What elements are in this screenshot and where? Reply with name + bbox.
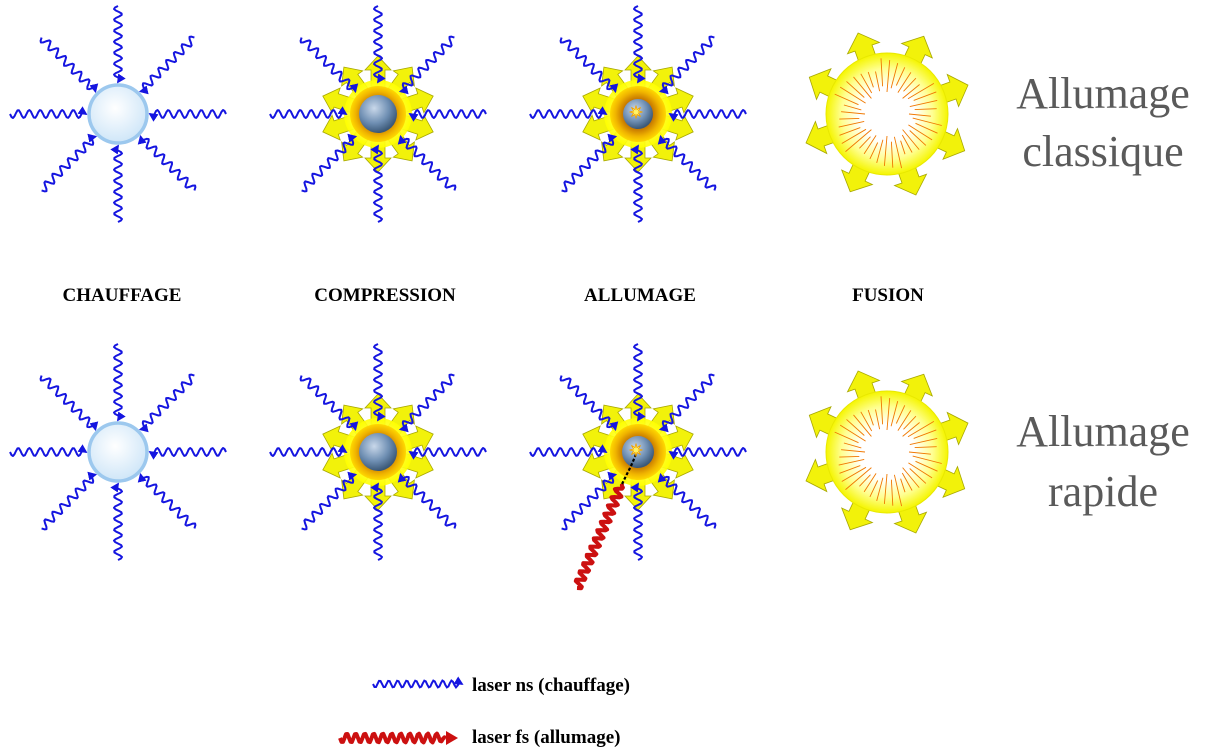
ns-laser-beam: [529, 444, 608, 457]
ns-laser-beam: [113, 343, 126, 422]
fs-laser-channel: [621, 451, 639, 485]
row-label-classic-line1: Allumage: [1016, 69, 1190, 118]
fusion-spikes: [834, 58, 942, 169]
ns-laser-beam: [657, 472, 717, 529]
ns-laser-beam: [301, 471, 358, 531]
ns-laser-beam: [668, 447, 747, 460]
fs-laser-arrowhead: [446, 731, 458, 745]
ns-laser-beam: [630, 144, 643, 223]
fusion-burst: [825, 52, 949, 176]
ns-laser-beam: [138, 373, 195, 433]
stage-label-heating: CHAUFFAGE: [63, 285, 182, 306]
legend-ns-wave: [372, 676, 464, 690]
row-label-fast-line1: Allumage: [1016, 407, 1190, 456]
legend-fs-label: laser fs (allumage): [472, 727, 620, 748]
stage-label-ignition: ALLUMAGE: [584, 285, 696, 306]
fs-laser-beam: [573, 483, 625, 591]
ns-laser-beam: [39, 375, 99, 432]
ns-laser-beam: [559, 37, 619, 94]
ns-laser-beam: [269, 444, 348, 457]
ns-laser-beam: [408, 447, 487, 460]
ns-laser-beam: [408, 109, 487, 122]
compressed-core: [359, 433, 397, 471]
fuel-capsule: [87, 421, 149, 483]
stage-label-fusion: FUSION: [852, 285, 924, 306]
fuel-capsule: [87, 83, 149, 145]
ns-laser-beam: [301, 133, 358, 193]
ns-laser-beam: [657, 134, 717, 191]
ns-laser-beam: [397, 134, 457, 191]
legend: laser ns (chauffage) laser fs (allumage): [338, 675, 630, 748]
row-label-fast-line2: rapide: [1048, 467, 1158, 516]
fusion-spikes: [834, 396, 942, 507]
ns-laser-beam: [398, 35, 455, 95]
stage-compression: [269, 343, 487, 561]
ns-laser-beam: [9, 106, 88, 119]
ns-laser-beam: [269, 106, 348, 119]
ns-laser-beam: [39, 37, 99, 94]
hot-spot-icon: [629, 443, 643, 457]
ns-laser-beam: [668, 109, 747, 122]
compressed-core: [359, 95, 397, 133]
ns-laser-beam: [137, 134, 197, 191]
ns-laser-beam: [559, 375, 619, 432]
fusion-burst: [825, 390, 949, 514]
row-fast-ignition: [9, 343, 969, 591]
ns-laser-beam: [630, 482, 643, 561]
legend-ns-laser-icon: [372, 676, 464, 690]
ns-laser-beam: [113, 5, 126, 84]
ns-laser-beam: [658, 35, 715, 95]
stage-fusion: [805, 370, 969, 534]
stage-label-compression: COMPRESSION: [314, 285, 456, 306]
ns-laser-beam: [137, 472, 197, 529]
stage-heating: [9, 5, 227, 223]
ns-laser-beam: [633, 5, 646, 84]
ns-laser-beam: [398, 373, 455, 433]
stage-fusion: [805, 32, 969, 196]
stage-ignition: [529, 5, 747, 223]
row-label-classic-line2: classique: [1022, 127, 1183, 176]
ns-laser-beam: [41, 133, 98, 193]
ns-laser-beam: [148, 447, 227, 460]
ns-laser-beam: [9, 444, 88, 457]
legend-ns-label: laser ns (chauffage): [472, 675, 630, 696]
ns-laser-beam: [561, 133, 618, 193]
ns-laser-beam: [110, 482, 123, 561]
row-classic-ignition: [9, 5, 969, 223]
ns-laser-beam: [561, 471, 618, 531]
stage-compression: [269, 5, 487, 223]
ns-laser-beam: [370, 144, 383, 223]
ns-laser-beam: [373, 5, 386, 84]
ns-laser-beam: [529, 106, 608, 119]
ns-laser-beam: [633, 343, 646, 422]
ns-laser-beam: [373, 343, 386, 422]
ns-laser-beam: [397, 472, 457, 529]
ns-laser-beam: [299, 375, 359, 432]
stage-ignition: [529, 343, 747, 591]
hot-spot-icon: [629, 105, 643, 119]
stage-heating: [9, 343, 227, 561]
ns-laser-beam: [41, 471, 98, 531]
ns-laser-beam: [370, 482, 383, 561]
ns-laser-beam: [138, 35, 195, 95]
legend-fs-laser-icon: [338, 731, 458, 745]
ns-laser-beam: [110, 144, 123, 223]
ns-laser-beam: [299, 37, 359, 94]
ns-laser-beam: [148, 109, 227, 122]
ns-laser-beam: [658, 373, 715, 433]
fs-laser-beam: [338, 731, 447, 745]
